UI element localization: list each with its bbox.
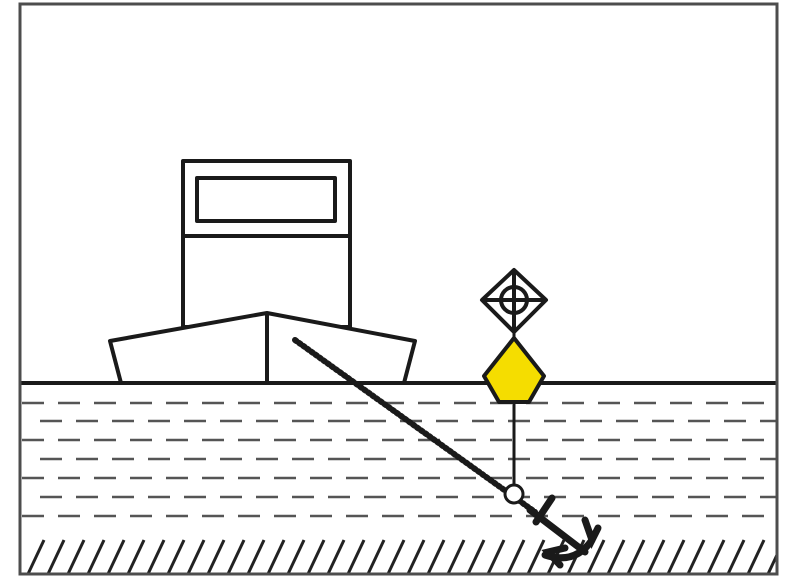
seabed-hatch-line [108,540,124,574]
seabed-hatch-line [168,540,184,574]
boat-cabin-window [197,178,335,221]
seabed-hatch-line [348,540,364,574]
seabed-hatch-line [428,540,444,574]
seabed-hatch-line [328,540,344,574]
seabed-hatch-line [488,540,504,574]
seabed-hatch-line [648,540,664,574]
mooring-shackle-ring [505,485,523,503]
seabed-hatch-line [468,540,484,574]
seabed-hatch-line [68,540,84,574]
seabed-hatch-line [148,540,164,574]
seabed-hatch-line [628,540,644,574]
seabed-hatch-line [128,540,144,574]
seabed-hatch-line [728,540,744,574]
seabed-hatch-line [248,540,264,574]
seabed-hatch-line [288,540,304,574]
seabed-hatch-line [448,540,464,574]
seabed-hatch-line [528,540,544,574]
seabed-hatch-line [748,540,764,574]
seabed-hatch-line [308,540,324,574]
anchor-icon [530,498,598,565]
seabed-hatch-line [228,540,244,574]
seabed-hatch-line [368,540,384,574]
sky-area [20,4,777,384]
water-area [22,403,776,516]
seabed-hatch-line [48,540,64,574]
seabed-hatch-line [688,540,704,574]
seabed-hatch-line [88,540,104,574]
seabed-hatch-line [188,540,204,574]
seabed-hatch-line [208,540,224,574]
seabed-hatch-line [708,540,724,574]
seabed-hatch-line [668,540,684,574]
seabed-hatch-line [408,540,424,574]
seabed-hatching [28,540,785,574]
seabed-hatch-line [268,540,284,574]
seabed-hatch-line [388,540,404,574]
seabed-hatch-line [28,540,44,574]
seabed-hatch-line [508,540,524,574]
seabed-hatch-line [608,540,624,574]
